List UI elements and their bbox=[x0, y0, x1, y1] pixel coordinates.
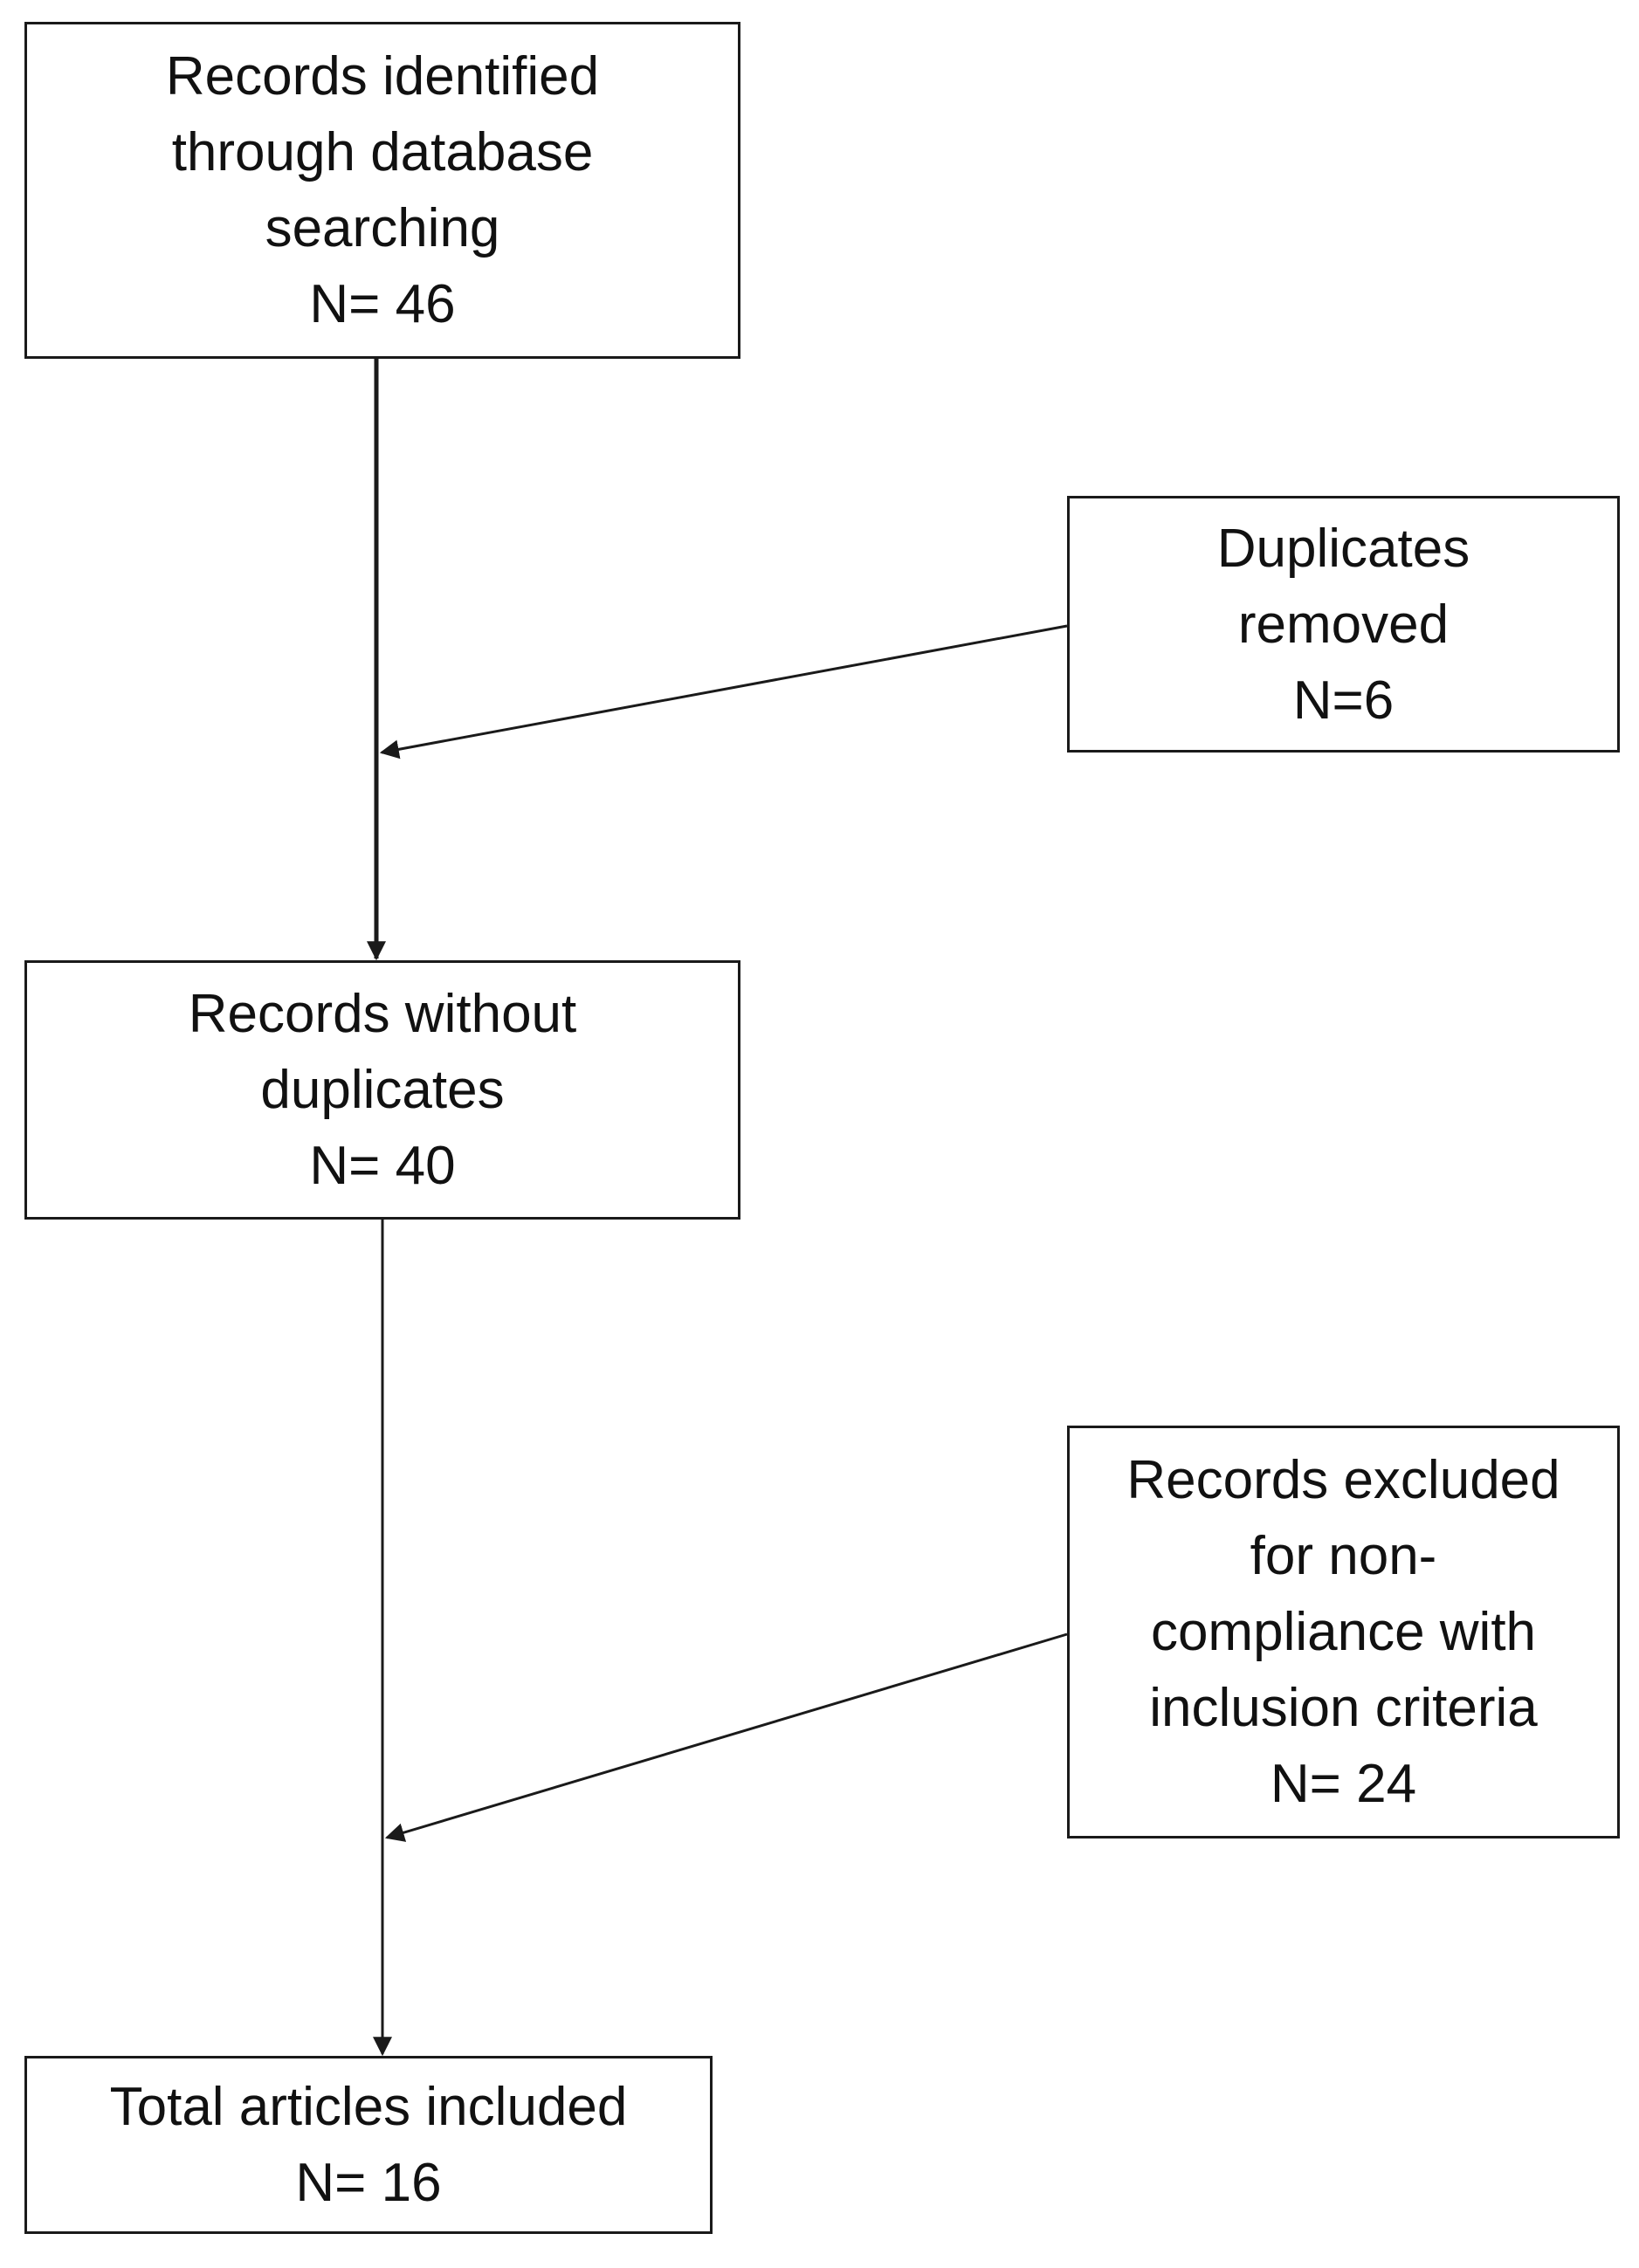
node-text-line: for non- bbox=[1250, 1526, 1437, 1586]
node-text-line: inclusion criteria bbox=[1149, 1678, 1538, 1738]
node-text-line: removed bbox=[1237, 594, 1450, 655]
node-text-line: through database bbox=[171, 122, 594, 182]
node-text-line: Records identified bbox=[165, 46, 600, 107]
node-text-line: Records without bbox=[188, 984, 577, 1044]
node-records-without-duplicates: Records without duplicates N= 40 bbox=[24, 960, 740, 1220]
node-count: N= 16 bbox=[295, 2153, 442, 2213]
arrow-duplicates-removed bbox=[379, 624, 1068, 759]
node-text-line: duplicates bbox=[260, 1060, 505, 1120]
node-text-line: Records excluded bbox=[1126, 1450, 1560, 1510]
node-duplicates-removed: Duplicates removed N=6 bbox=[1067, 496, 1620, 753]
node-text-line: Duplicates bbox=[1216, 518, 1470, 579]
node-text-line: Total articles included bbox=[109, 2077, 628, 2137]
node-records-identified: Records identified through database sear… bbox=[24, 22, 740, 359]
node-count: N= 40 bbox=[309, 1136, 456, 1196]
node-count: N= 46 bbox=[309, 274, 456, 334]
node-records-excluded: Records excluded for non- compliance wit… bbox=[1067, 1426, 1620, 1838]
node-count: N= 24 bbox=[1270, 1754, 1417, 1814]
node-text-line: compliance with bbox=[1150, 1602, 1537, 1662]
node-total-articles-included: Total articles included N= 16 bbox=[24, 2056, 713, 2234]
arrow-records-excluded bbox=[384, 1632, 1068, 1842]
node-count: N=6 bbox=[1292, 670, 1395, 731]
node-text-line: searching bbox=[265, 198, 500, 258]
